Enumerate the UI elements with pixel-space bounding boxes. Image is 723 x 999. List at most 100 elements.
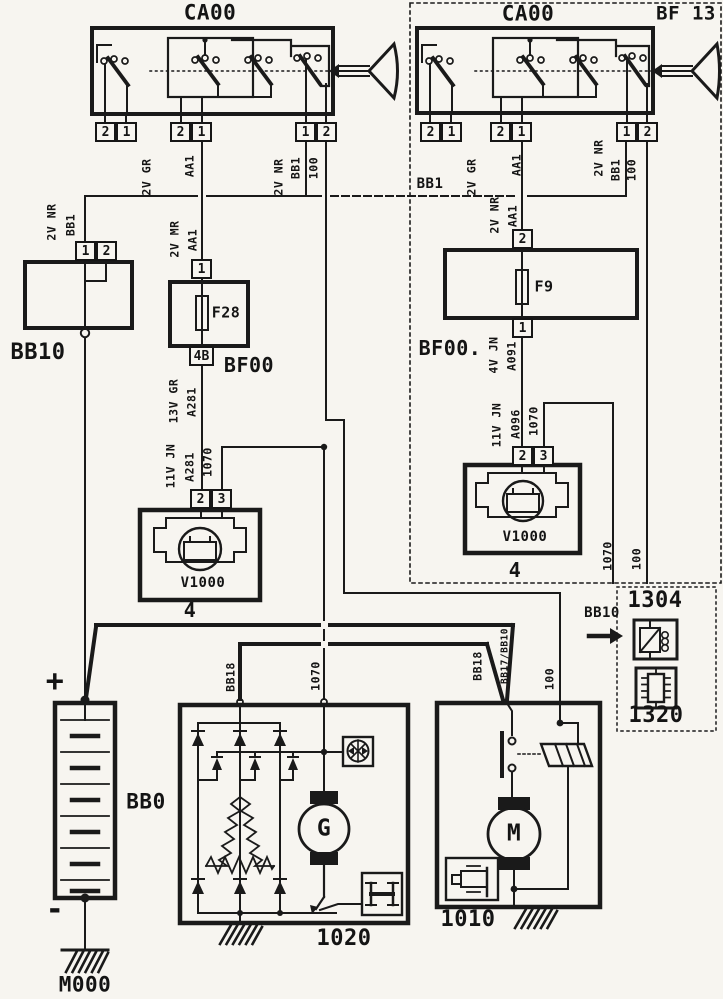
- f9-box: [443, 248, 639, 320]
- pin-l3-1: 1: [295, 122, 316, 142]
- wire-label-1070-rbot: 1070: [600, 541, 615, 571]
- pin-r1-2: 2: [420, 122, 441, 142]
- bb10-box: [23, 260, 134, 330]
- wire-label-2v-mr: 2V MR: [167, 220, 182, 258]
- wire-label-a281-bot: A281: [182, 452, 197, 482]
- generator-letter: G: [316, 815, 332, 842]
- wire-label-bb10-bb1: BB1: [63, 213, 78, 237]
- f9-fuse: [515, 269, 529, 305]
- wire-label-11v-jn-right: 11V JN: [489, 402, 504, 448]
- pin-l2-2: 2: [170, 122, 191, 142]
- starter-label: 1010: [440, 907, 496, 932]
- f28-label: F28: [211, 303, 241, 322]
- wire-label-100-rbot: 100: [629, 547, 644, 571]
- wire-label-1070-mid: 1070: [308, 661, 323, 691]
- pin-bb10-1: 1: [75, 241, 96, 261]
- wire-label-1070-v1r: 1070: [526, 406, 541, 436]
- ca00-left-title: CA00: [183, 0, 237, 25]
- pin-v1r-2: 2: [512, 446, 533, 466]
- battery-label: BB0: [126, 789, 166, 814]
- ic-icon: [634, 666, 678, 710]
- fan-icon: [341, 735, 375, 768]
- pin-bb10-2: 2: [96, 241, 117, 261]
- v1000-right-label: V1000: [502, 529, 548, 545]
- v1000-left-num: 4: [183, 598, 197, 622]
- bb1-entry-label: BB1: [416, 176, 444, 192]
- battery-minus: -: [45, 892, 65, 927]
- rail-bb18: [238, 641, 506, 703]
- wire-label-f9-2v-nr: 2V NR: [487, 196, 502, 234]
- pin-l2-1: 1: [191, 122, 212, 142]
- wire-label-a091: A091: [504, 341, 519, 371]
- wire-label-13v-gr: 13V GR: [166, 378, 181, 424]
- bf00-left-label: BF00: [223, 353, 275, 377]
- legend-dotted-box: [616, 586, 717, 732]
- relay-icon: [632, 618, 679, 661]
- alternator-ground: [218, 923, 264, 946]
- wire-label-aa1-left: AA1: [182, 154, 197, 178]
- key-icon-right: [652, 40, 721, 102]
- wire-label-a096: A096: [508, 409, 523, 439]
- pin-r3-2: 2: [637, 122, 658, 142]
- pin-r1-1: 1: [441, 122, 462, 142]
- pin-f28-1: 1: [191, 259, 212, 279]
- wire-label-2v-nr-right: 2V NR: [591, 139, 606, 177]
- key-icon-left: [329, 40, 399, 102]
- v1000-right-num: 4: [508, 558, 522, 582]
- pin-r2-1: 1: [511, 122, 532, 142]
- pin-v1r-3: 3: [533, 446, 554, 466]
- wire-bb1: [84, 140, 627, 197]
- starter-box: [434, 700, 603, 910]
- wire-label-100-starter: 100: [542, 667, 557, 691]
- regulator-icon: [360, 871, 404, 917]
- wire-label-bb1-left: BB1: [288, 156, 303, 180]
- pin-v1l-2: 2: [190, 489, 211, 509]
- legend-relay-label: 1304: [627, 588, 683, 613]
- wire-label-100-left: 100: [306, 156, 321, 180]
- wire-label-f28-aa1: AA1: [185, 228, 200, 252]
- solenoid-icon: [539, 742, 594, 768]
- starter-motor-icon: [444, 856, 500, 902]
- wire-label-a281-top: A281: [184, 387, 199, 417]
- battery-plus: +: [45, 664, 65, 699]
- wire-label-1070-v1l: 1070: [200, 447, 215, 477]
- pin-v1l-3: 3: [211, 489, 232, 509]
- wire-label-bb18-right: BB18: [470, 651, 485, 681]
- wire-label-bb17-bb10: BB17/BB10: [499, 628, 511, 684]
- pin-l3-2: 2: [316, 122, 337, 142]
- pin-f9-1: 1: [512, 318, 533, 338]
- bb10-label: BB10: [10, 340, 66, 365]
- pin-r3-1: 1: [616, 122, 637, 142]
- legend-bb10-label: BB10: [584, 605, 620, 621]
- motor-letter: M: [506, 820, 522, 847]
- f9-label: F9: [534, 277, 554, 296]
- alternator-label: 1020: [316, 926, 372, 951]
- delta-winding: [205, 795, 242, 867]
- wire-label-aa1-right: AA1: [509, 153, 524, 177]
- pin-l1-2: 2: [95, 122, 116, 142]
- pin-f9-2: 2: [512, 229, 533, 249]
- bf13-tag: BF 13: [656, 2, 716, 25]
- rail-battery-positive: [83, 622, 516, 703]
- wire-label-100-right: 100: [624, 158, 639, 182]
- wire-label-f9-aa1: AA1: [505, 204, 520, 228]
- ca00-right-title: CA00: [501, 1, 555, 26]
- bb10-arrow: [610, 628, 623, 644]
- wire-label-2v-gr-left: 2V GR: [139, 158, 154, 196]
- pin-l1-1: 1: [116, 122, 137, 142]
- wire-label-bb10-2v-nr: 2V NR: [44, 203, 59, 241]
- wire-label-2v-gr-right: 2V GR: [464, 158, 479, 196]
- pin-f28-4b: 4B: [189, 346, 214, 366]
- wire-label-11v-jn-left: 11V JN: [163, 443, 178, 489]
- bf00-right-label: BF00.: [418, 336, 482, 360]
- wire-1070-right: [543, 402, 614, 584]
- v1000-left-label: V1000: [180, 575, 226, 591]
- wire-label-4v-jn: 4V JN: [486, 336, 501, 374]
- ground-label: M000: [58, 972, 112, 997]
- variant-dashed-box: [409, 2, 722, 584]
- starter-ground: [513, 907, 559, 930]
- alternator-box: [177, 702, 411, 926]
- wire-label-bb1-right: BB1: [608, 158, 623, 182]
